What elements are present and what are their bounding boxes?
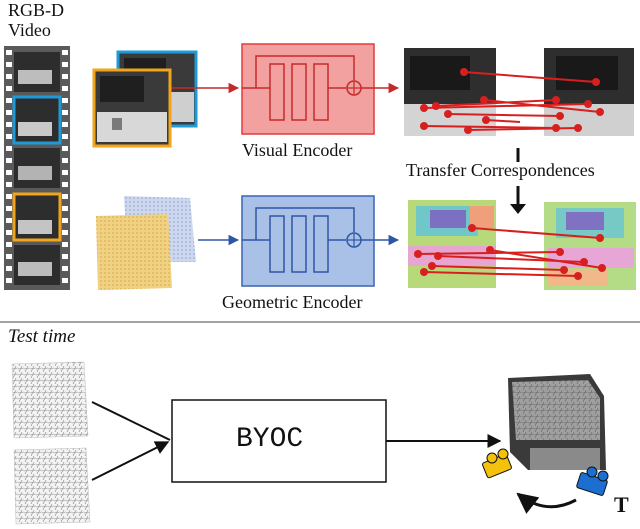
- depth-cloud-yellow: [96, 214, 172, 290]
- camera-blue-icon: [576, 466, 609, 496]
- geometric-correspondence-images: [408, 200, 636, 290]
- film-strip: [4, 46, 70, 290]
- test-input-arrows: [91, 401, 171, 481]
- transform-curve-arrow: [516, 492, 577, 514]
- film-perforations: [6, 50, 68, 283]
- transfer-arrow: [510, 148, 526, 214]
- byoc-box: [171, 399, 387, 483]
- geometric-encoder-block: [198, 195, 400, 287]
- test-time-label: Test time: [8, 326, 76, 347]
- test-depth-input-top: [11, 361, 89, 439]
- visual-encoder-block: [172, 43, 400, 135]
- visual-encoder-label: Visual Encoder: [242, 140, 353, 160]
- transform-label: T: [614, 492, 629, 517]
- visual-correspondence-images: [404, 48, 634, 136]
- byoc-label: BYOC: [236, 424, 304, 455]
- transfer-correspondences-label: Transfer Correspondences: [406, 160, 595, 180]
- rgb-frame-orange: [92, 68, 172, 148]
- registered-scene: [508, 374, 606, 470]
- geometric-encoder-label: Geometric Encoder: [222, 292, 363, 312]
- film-frames: [12, 52, 62, 285]
- camera-yellow-icon: [482, 448, 512, 479]
- test-depth-input-bottom: [13, 447, 91, 525]
- input-label: RGB-D Video: [8, 0, 65, 40]
- geometric-correspondence-lines: [414, 224, 606, 280]
- visual-correspondence-lines: [420, 68, 604, 134]
